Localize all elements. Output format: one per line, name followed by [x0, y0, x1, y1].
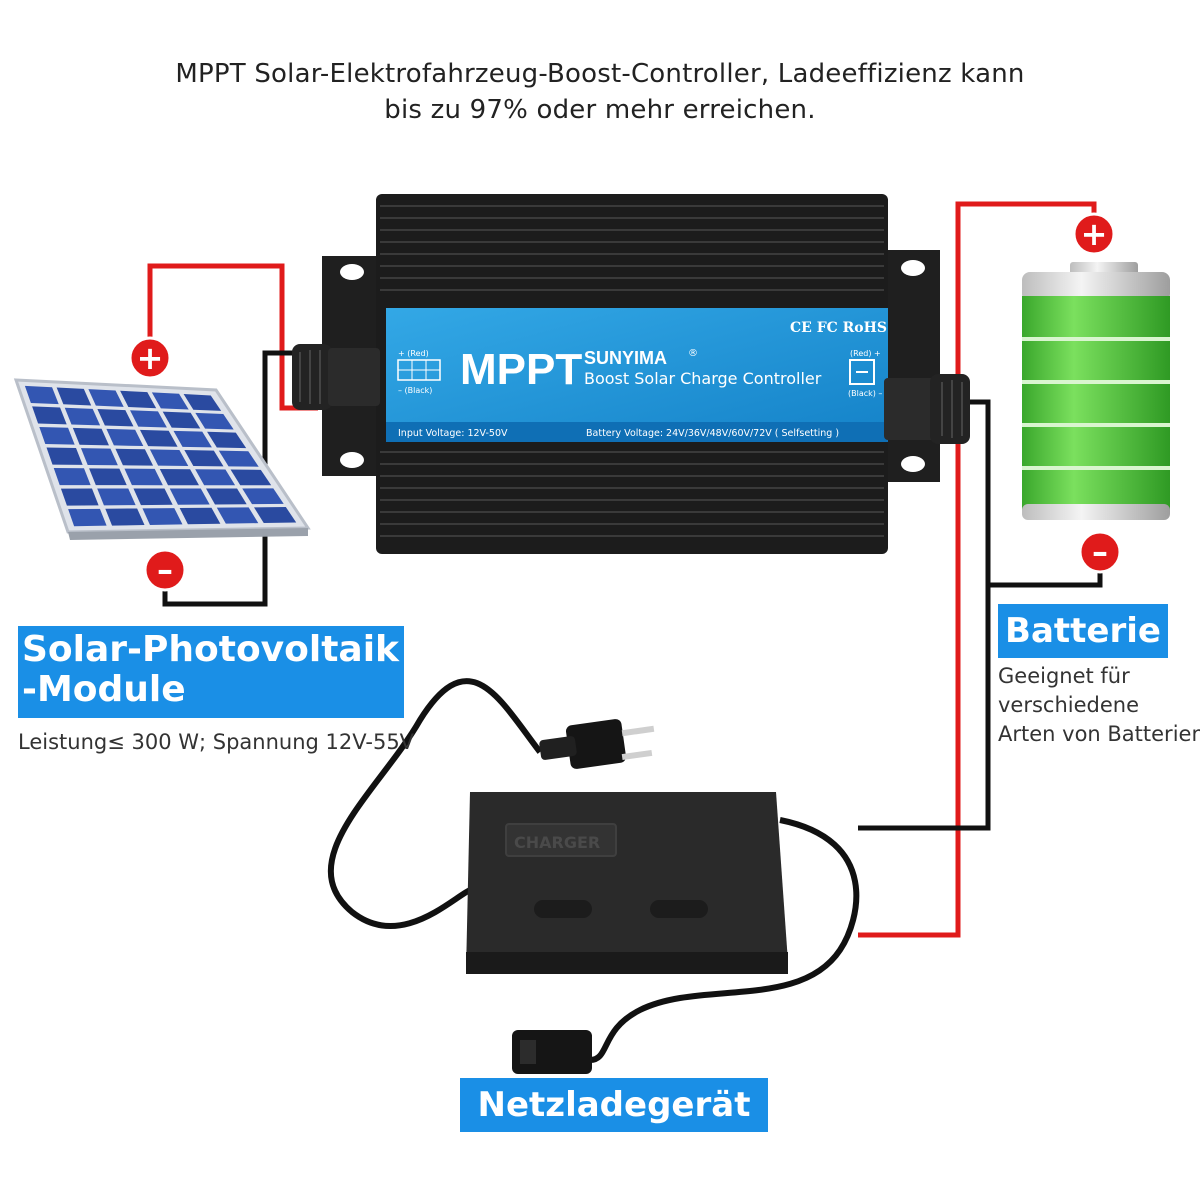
solar-cell [159, 468, 199, 486]
solar-module-label: Solar-Photovoltaik -Module [18, 626, 404, 718]
page-title: MPPT Solar-Elektrofahrzeug-Boost-Control… [0, 56, 1200, 128]
solar-cell [149, 449, 189, 466]
title-line-2: bis zu 97% oder mehr erreichen. [384, 95, 816, 125]
charger-vent-right [650, 900, 708, 918]
solar-cell [142, 508, 183, 525]
solar-cell [60, 488, 99, 506]
solar-cell [230, 469, 272, 486]
solar-cell [120, 390, 157, 409]
mains-charger: CHARGER [327, 678, 860, 1074]
solar-cell [179, 507, 221, 525]
battery-plus-terminal: + [1072, 212, 1116, 256]
panel-icon-left [397, 359, 441, 381]
solar-cell [97, 409, 134, 427]
controller-trademark: ® [688, 348, 698, 359]
right-flange [888, 250, 940, 482]
solar-cell [130, 410, 167, 428]
solar-cell [56, 387, 92, 406]
solar-plus-terminal: + [128, 336, 172, 380]
solar-cell [184, 450, 224, 467]
solar-cell [106, 428, 144, 447]
left-red-text: + (Red) [398, 349, 429, 358]
title-line-1: MPPT Solar-Elektrofahrzeug-Boost-Control… [175, 59, 1025, 89]
solar-cell [24, 385, 59, 405]
solar-cell [162, 411, 201, 429]
solar-cell [97, 488, 136, 506]
right-cable-gland [884, 374, 970, 444]
solar-cell [253, 507, 297, 524]
solar-cells [24, 385, 297, 527]
solar-cell [46, 447, 83, 465]
solar-plus-sign: + [137, 339, 164, 377]
charger-output-wire [858, 585, 991, 831]
right-black-text: (Black) – [848, 389, 882, 398]
solar-cell [80, 448, 118, 466]
solar-cell [169, 488, 210, 505]
controller-label-panel [386, 308, 888, 442]
solar-cell [105, 508, 145, 526]
charger-body [466, 792, 788, 972]
solar-cell [216, 507, 259, 524]
solar-cell [133, 488, 173, 506]
battery-desc-line-1: Geeignet für [998, 664, 1130, 688]
solar-cell [173, 430, 212, 448]
solar-cell [53, 468, 91, 486]
solar-cell [207, 431, 247, 449]
solar-cell [205, 488, 247, 505]
mains-cord [327, 678, 543, 929]
solar-cell [68, 508, 107, 527]
solar-label-line-2: -Module [22, 669, 186, 710]
solar-negative-wire [162, 350, 318, 607]
mains-plug [539, 719, 655, 769]
battery-plus-sign: + [1081, 215, 1108, 253]
battery-label: Batterie [998, 604, 1168, 658]
heatsink-fins [380, 205, 884, 537]
battery-description: Geeignet für verschiedene Arten von Batt… [998, 662, 1200, 749]
solar-cell [151, 392, 189, 410]
controller-model: MPPT [460, 345, 582, 394]
controller-certifications: CE FC RoHS [790, 320, 887, 336]
battery-minus-sign: – [1092, 533, 1108, 571]
solar-label-line-1: Solar-Photovoltaik [22, 629, 399, 670]
solar-panel [13, 378, 311, 540]
battery-voltage-text: Battery Voltage: 24V/36V/48V/60V/72V ( S… [586, 428, 839, 439]
solar-positive-wire [147, 263, 318, 411]
solar-cell [64, 407, 101, 426]
left-black-text: – (Black) [398, 386, 432, 395]
solar-minus-sign: – [157, 551, 173, 589]
dc-cord [589, 817, 860, 1063]
controller-brand: SUNYIMA [584, 348, 667, 368]
solar-cell [218, 450, 259, 467]
solar-cell [89, 468, 127, 486]
solar-cell [195, 469, 236, 486]
battery-level-segments [1022, 337, 1170, 470]
charger-label: Netzladegerät [460, 1078, 768, 1132]
solar-cell [124, 468, 163, 486]
battery-desc-line-3: Arten von Batterien [998, 722, 1200, 746]
solar-minus-terminal: – [143, 548, 187, 592]
solar-cell [88, 389, 124, 407]
charger-vent-left [534, 900, 592, 918]
right-red-text: (Red) + [850, 349, 881, 358]
input-voltage-text: Input Voltage: 12V-50V [398, 428, 508, 439]
battery [1022, 262, 1170, 520]
left-cable-gland [292, 344, 380, 410]
solar-cell [242, 488, 284, 505]
solar-cell [115, 448, 154, 466]
battery-desc-line-2: verschiedene [998, 693, 1140, 717]
solar-cell [32, 406, 67, 425]
mppt-controller: + (Red) – (Black) (Red) + (Black) – MPPT… [292, 194, 970, 554]
solar-cell [195, 412, 234, 430]
charger-embossed-text: CHARGER [514, 833, 600, 852]
solar-cell [72, 427, 109, 446]
battery-minus-terminal: – [1078, 530, 1122, 574]
solar-spec-text: Leistung≤ 300 W; Spannung 12V-55V [18, 730, 415, 754]
battery-icon-right [849, 359, 875, 385]
solar-cell [39, 426, 75, 445]
controller-subtitle: Boost Solar Charge Controller [584, 369, 822, 388]
solar-cell [183, 394, 222, 411]
solar-cell [139, 429, 178, 447]
